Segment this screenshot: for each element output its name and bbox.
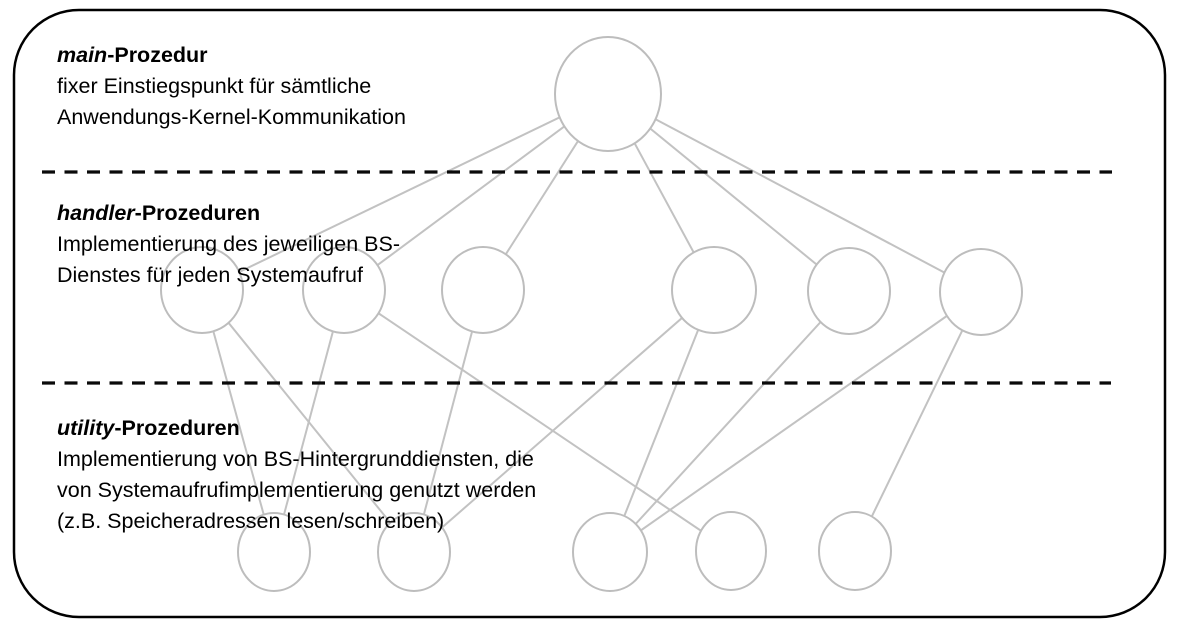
- edge-handler-1-utility-1: [201, 289, 275, 553]
- section-utility-procedures: utility-Prozeduren Implementierung von B…: [57, 413, 536, 537]
- section-text-line: Implementierung von BS-Hintergrunddienst…: [57, 447, 534, 471]
- edge-handler-6-utility-5: [854, 291, 982, 552]
- node-utility-4: [695, 511, 767, 591]
- node-main: [554, 36, 662, 152]
- section-text-line: Implementierung des jeweiligen BS-: [57, 232, 400, 256]
- node-utility-3: [572, 512, 648, 592]
- section-text-line: Anwendungs-Kernel-Kommunikation: [57, 105, 406, 129]
- section-text-line: Dienstes für jeden Systemaufruf: [57, 263, 363, 287]
- edge-handler-4-utility-3: [609, 289, 715, 553]
- edge-handler-2-utility-4: [343, 289, 732, 552]
- heading-italic-part: utility: [57, 416, 115, 440]
- heading-rest-part: -Prozedur: [107, 43, 208, 67]
- edge-main-handler-6: [607, 93, 982, 293]
- node-handler-3: [441, 246, 525, 334]
- section-text-line: von Systemaufrufimplementierung genutzt …: [57, 478, 537, 502]
- section-heading: main-Prozedur: [57, 40, 406, 71]
- node-handler-2: [302, 246, 386, 334]
- heading-rest-part: -Prozeduren: [134, 201, 261, 225]
- section-main-procedure: main-Prozedur fixer Einstiegspunkt für s…: [57, 40, 406, 133]
- node-handler-5: [807, 247, 891, 335]
- heading-rest-part: -Prozeduren: [114, 416, 240, 440]
- node-utility-5: [818, 511, 892, 591]
- node-utility-2: [377, 512, 451, 592]
- section-heading: handler-Prozeduren: [57, 198, 400, 229]
- section-text-line: fixer Einstiegspunkt für sämtliche: [57, 74, 372, 98]
- edge-handler-5-utility-3: [609, 290, 850, 553]
- node-handler-1: [160, 246, 244, 334]
- edge-main-handler-1: [201, 93, 609, 291]
- diagram-border: [12, 8, 1167, 619]
- section-heading: utility-Prozeduren: [57, 413, 536, 444]
- node-utility-1: [237, 512, 311, 592]
- edge-handler-2-utility-1: [273, 289, 345, 553]
- section-handler-procedures: handler-Prozeduren Implementierung des j…: [57, 198, 400, 291]
- heading-italic-part: handler: [57, 201, 135, 225]
- heading-italic-part: main: [57, 43, 108, 67]
- edge-handler-4-utility-2: [413, 289, 715, 553]
- section-text-line: (z.B. Speicheradressen lesen/schreiben): [57, 509, 445, 533]
- edge-handler-6-utility-3: [609, 291, 982, 553]
- edge-handler-3-utility-2: [413, 289, 484, 553]
- node-handler-6: [939, 248, 1023, 336]
- node-handler-4: [671, 246, 757, 334]
